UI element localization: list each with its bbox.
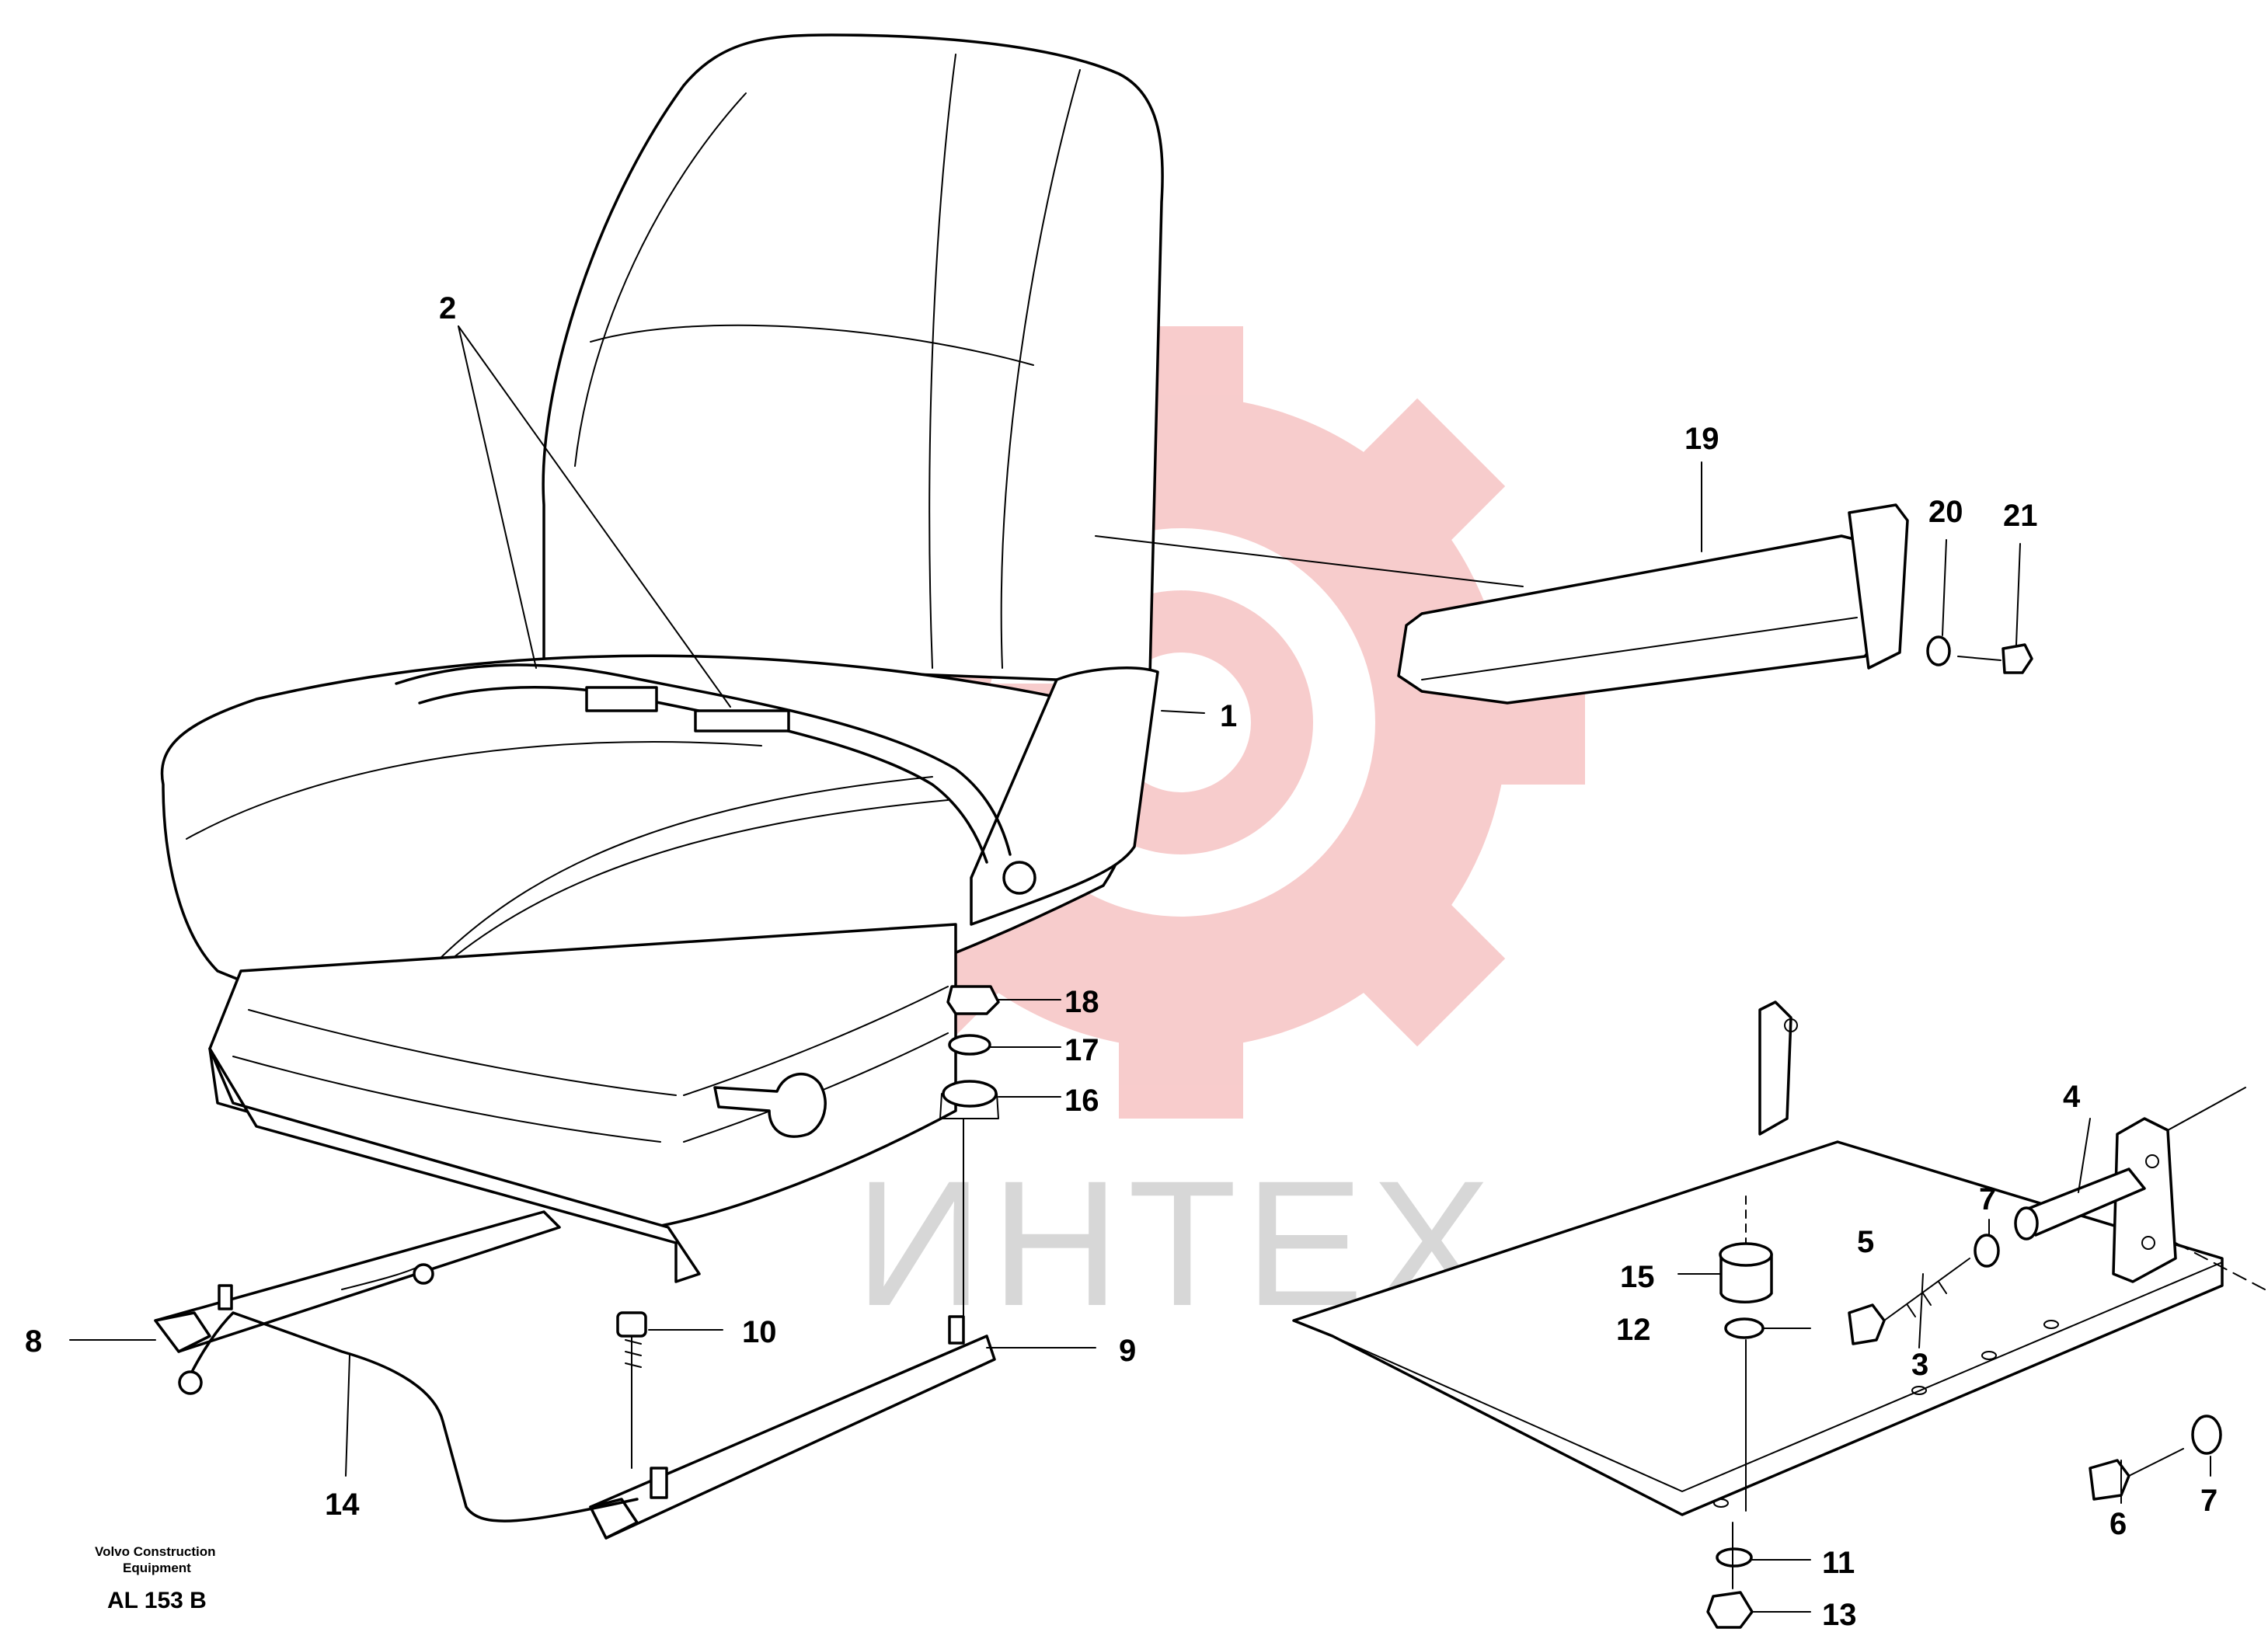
callout-5: 5: [1857, 1225, 1874, 1259]
footer: Volvo Construction Equipment AL 153 B: [95, 1544, 216, 1613]
brand-line-2: Equipment: [123, 1561, 191, 1575]
callout-6: 6: [2109, 1507, 2127, 1541]
callout-labels: 1 2 3 4 5 6 7 7 8 9 10 11 12 13 14 15 16…: [25, 291, 2217, 1632]
seat-side-panel: [970, 666, 1159, 926]
seat-front-skirt: [208, 1047, 701, 1283]
callout-20: 20: [1928, 495, 1963, 529]
callout-14: 14: [325, 1488, 360, 1522]
slide-rail-left: [154, 1210, 561, 1353]
callout-10: 10: [742, 1315, 777, 1349]
seat-assembly: [160, 33, 1164, 1283]
seat-suspension: [208, 923, 957, 1229]
rubber-spacer-15: [1719, 1253, 1773, 1303]
callout-1: 1: [1220, 699, 1237, 733]
slide-rail-right: [589, 1315, 996, 1540]
callout-4: 4: [2063, 1080, 2081, 1114]
belt-anchor-bolt: [1002, 861, 1036, 895]
callout-19: 19: [1684, 422, 1719, 456]
callout-21: 21: [2003, 499, 2038, 533]
adjustment-knob: [713, 1072, 827, 1138]
fastener-stack-16-18: [939, 985, 1000, 1321]
callout-12: 12: [1616, 1313, 1651, 1347]
leader-lines: [69, 325, 2211, 1613]
seat-backrest: [542, 33, 1164, 684]
callout-17: 17: [1064, 1033, 1099, 1067]
figure-code: AL 153 B: [107, 1588, 207, 1613]
callout-15: 15: [1620, 1260, 1655, 1294]
callout-18: 18: [1064, 985, 1099, 1019]
brand-line-1: Volvo Construction: [95, 1544, 216, 1559]
callout-3: 3: [1911, 1348, 1928, 1382]
belt-latch: [694, 709, 790, 733]
callout-8: 8: [25, 1324, 42, 1359]
callout-7-second: 7: [2200, 1484, 2217, 1518]
seat-belt: [395, 663, 1012, 856]
belt-buckle: [585, 686, 658, 712]
armrest-assembly: [1095, 503, 2033, 705]
armrest: [1397, 534, 1882, 705]
release-handle: [189, 1311, 639, 1522]
callout-11: 11: [1822, 1546, 1855, 1580]
screw-10: [616, 1311, 647, 1469]
callout-2: 2: [439, 291, 456, 325]
callout-7: 7: [1979, 1182, 1996, 1216]
callout-13: 13: [1822, 1598, 1857, 1632]
callout-16: 16: [1064, 1084, 1099, 1118]
callout-9: 9: [1119, 1334, 1136, 1368]
